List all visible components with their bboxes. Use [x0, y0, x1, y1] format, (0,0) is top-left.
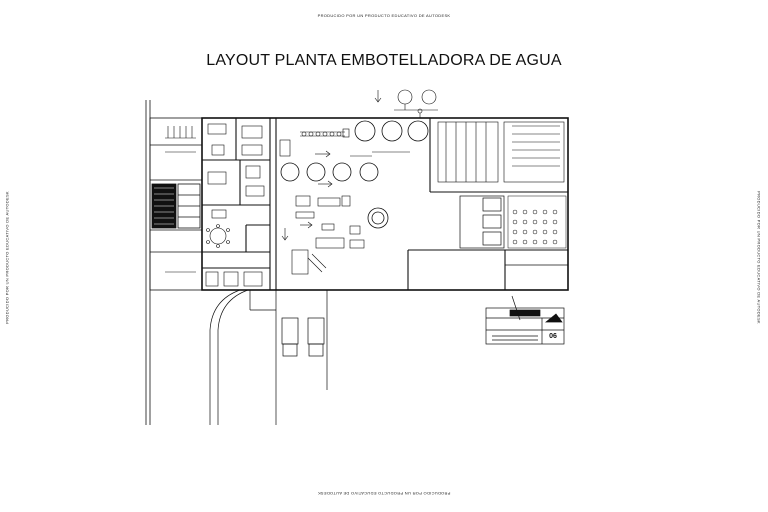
storage-racks — [437, 121, 565, 183]
admin-zone — [202, 118, 277, 290]
access-road — [209, 289, 328, 425]
loading-bays — [459, 195, 505, 249]
parking-stalls — [165, 126, 196, 273]
trucks — [281, 317, 325, 357]
sheet-number: 06 — [549, 333, 557, 340]
office-furniture — [205, 123, 265, 287]
page-title: LAYOUT PLANTA EMBOTELLADORA DE AGUA — [206, 52, 562, 69]
parking-strip — [149, 117, 203, 291]
stair-block — [151, 183, 201, 229]
watermark-top: PRODUCIDO POR UN PRODUCTO EDUCATIVO DE A… — [317, 13, 451, 18]
supply-tanks — [394, 89, 438, 118]
production-hall — [407, 118, 568, 290]
title-block — [485, 295, 565, 345]
flow-arrows — [281, 90, 382, 241]
training-room-seats — [507, 195, 567, 249]
building-outline — [201, 117, 569, 291]
street-lines — [145, 100, 151, 425]
process-equipment — [279, 128, 410, 275]
storage-tanks — [280, 120, 429, 229]
